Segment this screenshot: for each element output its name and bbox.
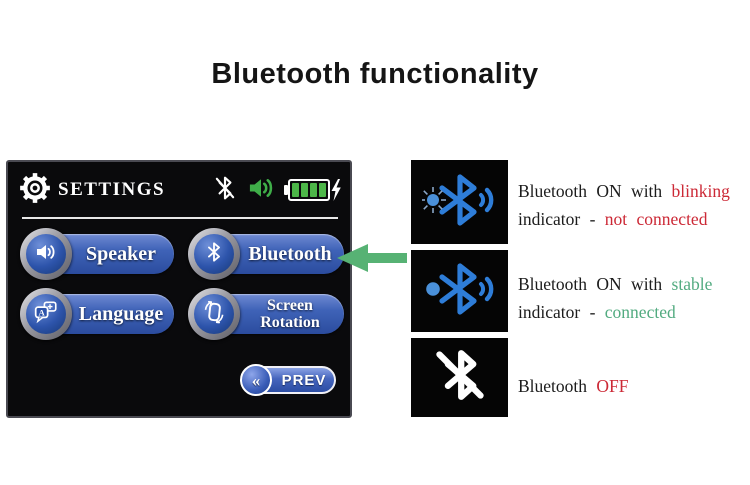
bluetooth-icon bbox=[203, 239, 225, 270]
prev-button-label: PREV bbox=[281, 371, 327, 389]
bluetooth-blinking-icon bbox=[419, 168, 498, 237]
prev-button[interactable]: « PREV bbox=[240, 364, 336, 396]
settings-title: SETTINGS bbox=[58, 179, 166, 200]
status-bar bbox=[212, 174, 342, 207]
arrow-left-icon bbox=[336, 243, 408, 273]
bluetooth-stable-box bbox=[411, 250, 508, 332]
language-icon: A bbox=[33, 299, 59, 330]
bluetooth-button[interactable]: Bluetooth bbox=[188, 228, 344, 280]
page-title: Bluetooth functionality bbox=[211, 58, 539, 90]
legend-text-off: Bluetooth OFF bbox=[518, 376, 629, 396]
back-chevrons-icon: « bbox=[240, 364, 272, 396]
bluetooth-button-label: Bluetooth bbox=[248, 242, 332, 265]
settings-header: SETTINGS bbox=[18, 170, 342, 210]
lightning-bolt-icon bbox=[331, 179, 341, 201]
screen-rotation-button-label: Screen Rotation bbox=[260, 297, 320, 331]
speaker-button-label: Speaker bbox=[86, 242, 156, 265]
speaker-status-icon bbox=[245, 174, 277, 207]
svg-text:A: A bbox=[39, 307, 46, 317]
legend-text-stable: Bluetooth ON with stable indicator - con… bbox=[518, 274, 713, 322]
header-divider bbox=[22, 217, 338, 219]
speaker-icon bbox=[33, 240, 59, 269]
bluetooth-off-box bbox=[411, 338, 508, 417]
screen-rotation-button[interactable]: Screen Rotation bbox=[188, 288, 344, 340]
language-button[interactable]: A Language bbox=[20, 288, 174, 340]
battery-nub bbox=[284, 185, 288, 195]
gear-icon bbox=[18, 171, 52, 210]
bluetooth-stable-icon bbox=[422, 257, 498, 326]
battery-charging-icon bbox=[284, 178, 342, 202]
legend-text-blinking: Bluetooth ON with blinking indicator - n… bbox=[518, 181, 730, 229]
settings-screen: SETTINGS bbox=[6, 160, 352, 418]
language-button-label: Language bbox=[78, 302, 164, 325]
battery-body bbox=[288, 179, 330, 201]
bluetooth-blinking-box bbox=[411, 160, 508, 244]
bluetooth-off-icon bbox=[431, 344, 489, 411]
screen-rotation-icon bbox=[201, 299, 227, 330]
speaker-button[interactable]: Speaker bbox=[20, 228, 174, 280]
bluetooth-off-status-icon bbox=[212, 174, 238, 207]
